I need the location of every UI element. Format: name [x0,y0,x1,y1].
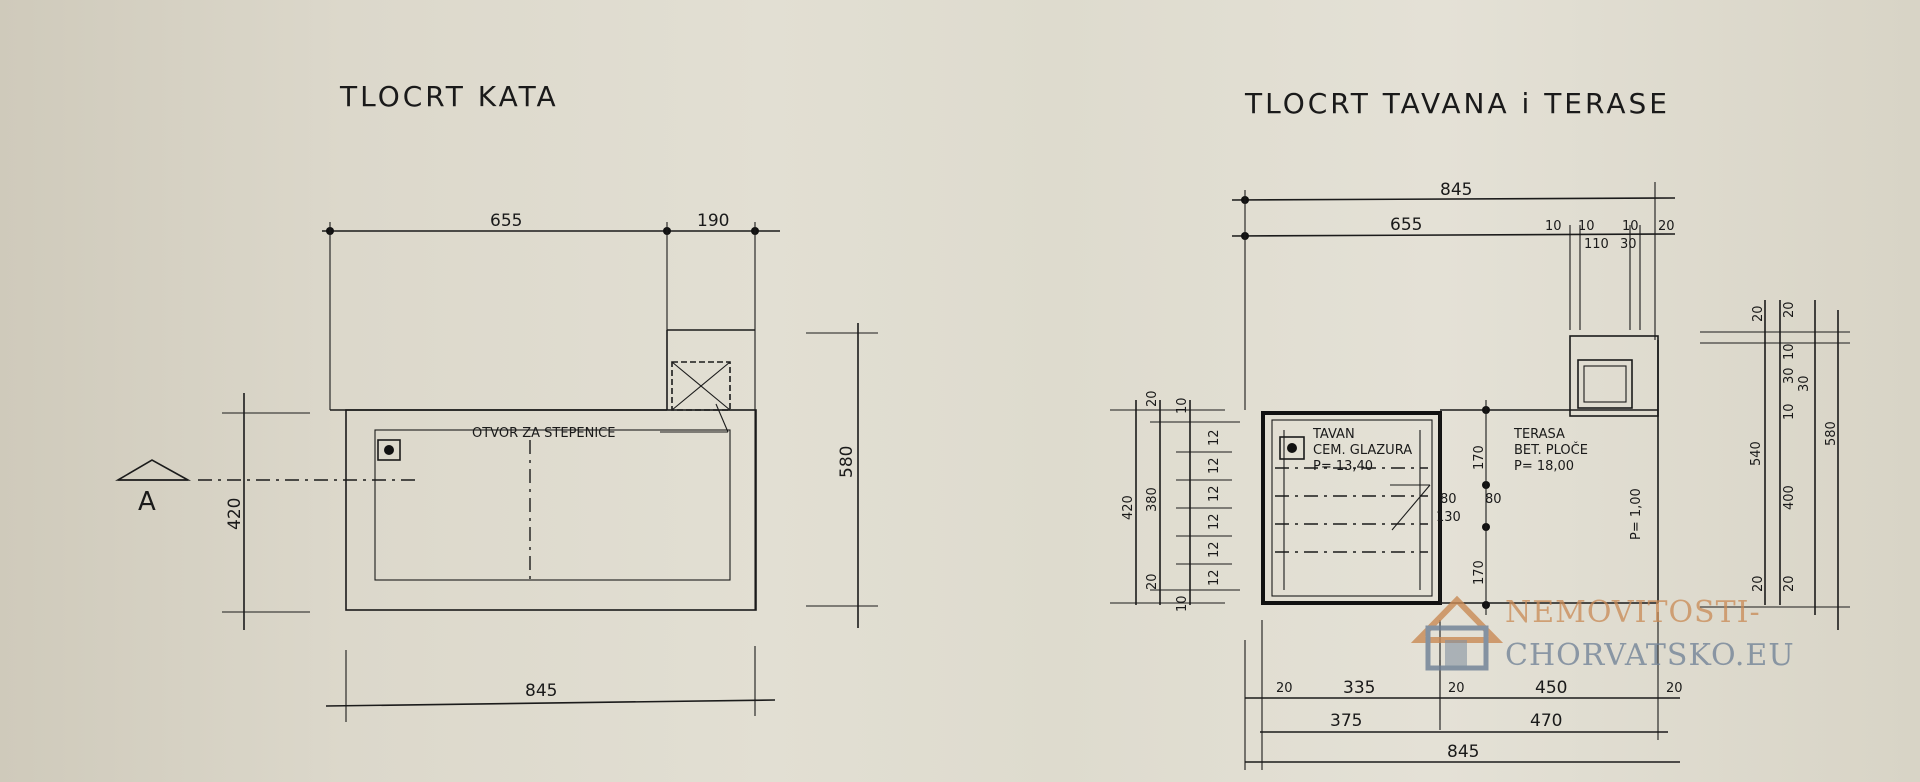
watermark-line-2: CHORVATSKO.EU [1505,638,1795,673]
terrace-label-1: TERASA [1513,427,1565,442]
dim-10-rp-bot: 10 [1175,595,1190,612]
right-floor-plan: 845 655 10 10 10 20 110 30 TAVAN [1110,180,1850,770]
dim-170-a: 170 [1472,445,1487,470]
dim-540: 540 [1749,441,1764,466]
watermark-line-1: NEMOVITOSTI- [1505,595,1761,630]
watermark: NEMOVITOSTI- CHORVATSKO.EU [1410,595,1795,673]
dim-845-bottom: 845 [525,681,557,701]
dim-845-top: 845 [1440,180,1472,200]
dim-30-r1: 30 [1782,367,1797,384]
house-logo-icon [1410,595,1504,671]
dim-30-r2: 30 [1797,375,1812,392]
dim-845-bottom-rp: 845 [1447,742,1479,762]
dim-380-rp: 380 [1145,487,1160,512]
terrace-label-2: BET. PLOČE [1514,442,1588,458]
terrace-slope: P= 1,00 [1629,488,1644,540]
dim-20-rp-bot: 20 [1145,573,1160,590]
dim-80-a: 80 [1440,492,1457,507]
dim-10-r1: 10 [1782,343,1797,360]
dim-110-top: 110 [1584,237,1609,252]
dim-10-b: 10 [1578,219,1595,234]
section-marker-a: A [138,487,156,517]
dim-655-top: 655 [1390,215,1422,235]
left-plan-title: TLOCRT KATA [339,80,559,113]
dim-420-left: 420 [225,498,245,530]
stair-opening-label: OTVOR ZA STEPENICE [472,426,615,441]
dim-20-b2: 20 [1448,681,1465,696]
step-12-3: 12 [1207,485,1222,502]
dim-20-r2: 20 [1782,301,1797,318]
attic-label-1: TAVAN [1312,427,1355,442]
dim-30-top: 30 [1620,237,1637,252]
dim-20-r1: 20 [1751,305,1766,322]
step-12-4: 12 [1207,513,1222,530]
dim-10-a: 10 [1545,219,1562,234]
dim-130: 130 [1436,510,1461,525]
dim-580-right: 580 [837,446,857,478]
dim-20-b3: 20 [1666,681,1683,696]
dim-470: 470 [1530,711,1562,731]
dim-335: 335 [1343,678,1375,698]
step-12-6: 12 [1207,569,1222,586]
dim-20-b1: 20 [1276,681,1293,696]
dim-450: 450 [1535,678,1567,698]
dim-190: 190 [697,211,729,231]
dim-20-top: 20 [1658,219,1675,234]
dim-10-r2: 10 [1782,403,1797,420]
attic-label-2: CEM. GLAZURA [1313,443,1412,458]
dim-20-r3: 20 [1751,575,1766,592]
dim-80-b: 80 [1485,492,1502,507]
terrace-area: P= 18,00 [1514,459,1574,474]
dim-400-rp: 400 [1782,485,1797,510]
left-floor-plan: 655 190 OTVOR ZA STEPENICE A 420 [115,211,878,722]
dim-580-rp: 580 [1824,421,1839,446]
dim-655: 655 [490,211,522,231]
dim-20-r4: 20 [1782,575,1797,592]
dim-170-b: 170 [1472,560,1487,585]
dim-420-rp: 420 [1121,495,1136,520]
step-12-1: 12 [1207,429,1222,446]
step-12-2: 12 [1207,457,1222,474]
dim-375: 375 [1330,711,1362,731]
attic-area: P= 13,40 [1313,459,1373,474]
dim-20-rp-top: 20 [1145,390,1160,407]
right-plan-title: TLOCRT TAVANA i TERASE [1244,87,1670,120]
step-12-5: 12 [1207,541,1222,558]
dim-10-rp-top: 10 [1175,397,1190,414]
